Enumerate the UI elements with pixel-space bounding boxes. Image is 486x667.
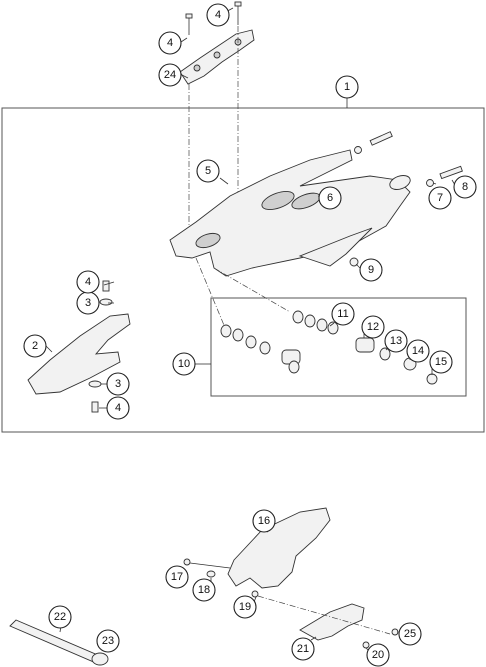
callout-16: 16 bbox=[252, 509, 276, 533]
callout-12: 12 bbox=[361, 315, 385, 339]
axle-pin bbox=[354, 131, 393, 154]
callout-label: 24 bbox=[164, 69, 176, 81]
callout-label: 19 bbox=[239, 601, 251, 613]
callout-label: 10 bbox=[178, 358, 190, 370]
callout-9: 9 bbox=[359, 258, 383, 282]
callout-label: 13 bbox=[390, 335, 402, 347]
adjuster-bolt bbox=[426, 165, 463, 187]
chain-guide bbox=[227, 507, 331, 589]
callout-11: 11 bbox=[331, 302, 355, 326]
axle-nut bbox=[91, 652, 109, 666]
callout-18: 18 bbox=[192, 578, 216, 602]
callout-4-left: 4 bbox=[158, 31, 182, 55]
guide-bracket bbox=[299, 603, 365, 641]
callout-20: 20 bbox=[366, 643, 390, 667]
callout-label: 20 bbox=[372, 649, 384, 661]
callout-label: 6 bbox=[327, 192, 333, 204]
callout-14: 14 bbox=[406, 339, 430, 363]
callout-label: 4 bbox=[85, 276, 91, 288]
bearing-row-lower bbox=[220, 324, 301, 374]
callout-label: 2 bbox=[32, 340, 38, 352]
callout-label: 25 bbox=[404, 628, 416, 640]
bearing-row-upper bbox=[292, 310, 438, 385]
callout-label: 1 bbox=[344, 81, 350, 93]
callout-6: 6 bbox=[318, 186, 342, 210]
callout-label: 3 bbox=[85, 297, 91, 309]
callout-8: 8 bbox=[453, 175, 477, 199]
callout-label: 3 bbox=[115, 378, 121, 390]
callout-label: 18 bbox=[198, 584, 210, 596]
callout-label: 4 bbox=[167, 37, 173, 49]
callout-24: 24 bbox=[158, 63, 182, 87]
callout-label: 23 bbox=[102, 635, 114, 647]
callout-15: 15 bbox=[429, 350, 453, 374]
callout-label: 21 bbox=[297, 643, 309, 655]
callout-10: 10 bbox=[172, 352, 196, 376]
callout-2: 2 bbox=[23, 334, 47, 358]
callout-label: 4 bbox=[115, 402, 121, 414]
callout-label: 11 bbox=[337, 308, 348, 320]
callout-4-slider-bottom: 4 bbox=[106, 396, 130, 420]
assembly-frame bbox=[1, 107, 485, 433]
callout-label: 16 bbox=[258, 515, 270, 527]
callout-label: 14 bbox=[412, 345, 424, 357]
callout-label: 9 bbox=[368, 264, 374, 276]
chain-slider bbox=[27, 313, 131, 395]
callout-17: 17 bbox=[165, 565, 189, 589]
callout-5: 5 bbox=[196, 159, 220, 183]
callout-23: 23 bbox=[96, 629, 120, 653]
callout-4-slider-top: 4 bbox=[76, 270, 100, 294]
callout-label: 7 bbox=[437, 192, 443, 204]
callout-7: 7 bbox=[428, 186, 452, 210]
bearing-kit-frame bbox=[210, 297, 467, 397]
callout-25: 25 bbox=[398, 622, 422, 646]
callout-1: 1 bbox=[335, 75, 359, 99]
callout-label: 8 bbox=[462, 181, 468, 193]
callout-21: 21 bbox=[291, 637, 315, 661]
callout-label: 22 bbox=[54, 611, 66, 623]
callout-label: 15 bbox=[435, 356, 447, 368]
chain-guide-bracket bbox=[179, 29, 255, 85]
callout-label: 5 bbox=[205, 165, 211, 177]
callout-label: 12 bbox=[367, 321, 379, 333]
callout-22: 22 bbox=[48, 605, 72, 629]
callout-4-top: 4 bbox=[206, 3, 230, 27]
callout-3-upper: 3 bbox=[76, 291, 100, 315]
swingarm bbox=[169, 149, 411, 277]
callout-19: 19 bbox=[233, 595, 257, 619]
callout-label: 17 bbox=[171, 571, 183, 583]
callout-label: 4 bbox=[215, 9, 221, 21]
callout-13: 13 bbox=[384, 329, 408, 353]
callout-3-lower: 3 bbox=[106, 372, 130, 396]
